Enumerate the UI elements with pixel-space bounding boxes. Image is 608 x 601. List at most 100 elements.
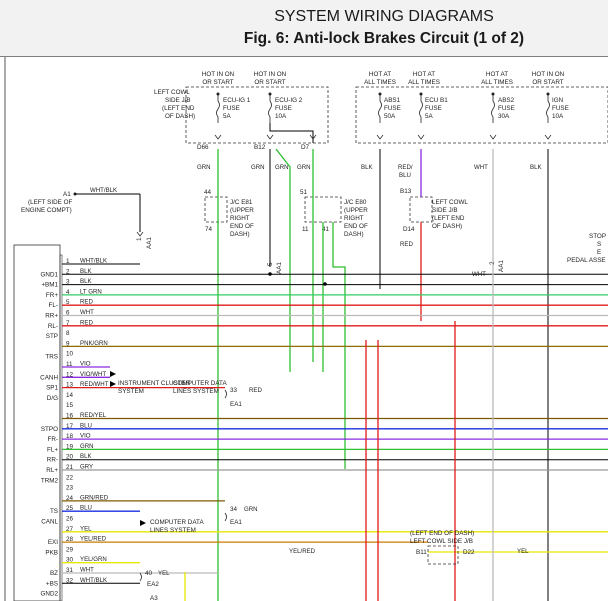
wire-label-grn-3: GRN — [275, 164, 289, 171]
jc-44: 44 — [204, 189, 212, 196]
pin-number: 7 — [66, 320, 70, 327]
svg-text:5A: 5A — [425, 113, 434, 120]
page-title: SYSTEM WIRING DIAGRAMS — [274, 8, 494, 25]
svg-text:ECU B1: ECU B1 — [425, 97, 448, 104]
connector-d7: D7 — [301, 144, 310, 151]
wire-label-wht-blk-top: WHT/BLK — [90, 187, 117, 194]
pin-number: 27 — [66, 526, 74, 533]
pin-wire-label: BLK — [80, 268, 92, 275]
connector-aa1-tick — [136, 231, 144, 237]
cowl-right-2: SIDE J/B — [432, 207, 458, 214]
connector-ticks-top — [214, 134, 552, 140]
pin-wire-label: GRN — [80, 443, 94, 450]
je80-l2: (UPPER — [344, 207, 368, 214]
pin-number: 1 — [66, 258, 70, 265]
svg-text:FUSE: FUSE — [552, 105, 569, 112]
pin-number: 17 — [66, 423, 74, 430]
pin-signal-label: FL+ — [47, 446, 58, 453]
jc-51: 51 — [300, 189, 308, 196]
pin-wire-label: WHT — [80, 567, 94, 574]
pin-signal-label: TRM2 — [41, 477, 59, 484]
fuse-2-heading-a: HOT IN ON — [254, 71, 287, 78]
fuse-6-heading-b: OR START — [532, 79, 563, 86]
pin-wire-label: VIO — [80, 433, 91, 440]
comp-data-2-a: COMPUTER DATA — [150, 519, 204, 526]
pin-wire-label: BLU — [80, 505, 92, 512]
fuse-6-heading-a: HOT IN ON — [532, 71, 565, 78]
je81-l4: END OF — [230, 223, 254, 230]
pin-number: 13 — [66, 382, 74, 389]
pin-wire-label: BLK — [80, 453, 92, 460]
pin-signal-label: BZ — [50, 570, 58, 577]
engine-label-2: ENGINE COMPT) — [21, 207, 72, 214]
pin-signal-label: RR- — [47, 457, 58, 464]
pin-signal-label: FR+ — [46, 292, 58, 299]
pin-number: 14 — [66, 392, 74, 399]
svg-text:30A: 30A — [498, 113, 510, 120]
comp-data-2-b: LINES SYSTEM — [150, 527, 196, 534]
arrow-icon — [140, 520, 146, 526]
pin-signal-label: STPO — [41, 426, 58, 433]
fuse-1-heading-b: OR START — [202, 79, 233, 86]
fuse-1-heading-a: HOT IN ON — [202, 71, 235, 78]
wire-label-blk: BLK — [361, 164, 373, 171]
cowl-jb-label-1: LEFT COWL — [154, 89, 190, 96]
cowl-right-1: LEFT COWL — [432, 199, 468, 206]
wire-label-red: RED — [400, 241, 413, 248]
pin-number: 22 — [66, 474, 74, 481]
fuse-5-heading-b: ALL TIMES — [481, 79, 513, 86]
connector-d22: D22 — [463, 549, 475, 556]
pin-signal-label: FR- — [48, 436, 59, 443]
je80-l5: DASH) — [344, 231, 364, 238]
pin-wire-label: RED — [80, 319, 93, 326]
pin-number: 10 — [66, 351, 74, 358]
pin-signal-label: TRS — [45, 354, 58, 361]
fuse-4-heading-a: HOT AT — [413, 71, 435, 78]
svg-text:FUSE: FUSE — [223, 105, 240, 112]
pin-signal-label: GND1 — [41, 271, 59, 278]
svg-text:FUSE: FUSE — [275, 105, 292, 112]
header: SYSTEM WIRING DIAGRAMS Fig. 6: Anti-lock… — [0, 0, 608, 57]
je80-l3: RIGHT — [344, 215, 364, 222]
pin-number: 4 — [66, 289, 70, 296]
pin-signal-label: CANH — [40, 374, 58, 381]
pin-number: 6 — [66, 310, 70, 317]
svg-text:ECU-IG 1: ECU-IG 1 — [223, 97, 251, 104]
inst-cluster-b: SYSTEM — [118, 388, 144, 395]
connector-aa1: AA1 — [146, 237, 153, 249]
inst-cluster-a: INSTRUMENT CLUSTER — [118, 380, 191, 387]
arrow-icon — [110, 381, 116, 387]
pin-wire-label: WHT/BLK — [80, 258, 107, 265]
wiring-diagram: HOT IN ON OR START HOT IN ON OR START HO… — [4, 57, 608, 601]
pin-wire-label: WHT/BLK — [80, 577, 107, 584]
connector-bracket — [224, 389, 227, 399]
pin-number: 12 — [66, 371, 74, 378]
pin-number: 19 — [66, 443, 74, 450]
fuse-abs2: ABS2 FUSE 30A — [491, 92, 515, 123]
bottom-jb-b: LEFT COWL SIDE J/B — [410, 538, 473, 545]
junction-dot — [268, 272, 272, 276]
svg-text:FUSE: FUSE — [425, 105, 442, 112]
connector-bracket — [224, 512, 227, 522]
pin-wire-label: BLK — [80, 278, 92, 285]
stop-label-1: STOP — [589, 233, 606, 240]
wire-jb-link — [269, 123, 314, 143]
pin-number: 31 — [66, 567, 74, 574]
jc-e81-box — [204, 196, 228, 223]
page-subtitle: Fig. 6: Anti-lock Brakes Circuit (1 of 2… — [243, 30, 525, 47]
pin-wire-label: WHT — [80, 309, 94, 316]
pin-number: 29 — [66, 546, 74, 553]
pin-number: 30 — [66, 557, 74, 564]
ea2-label: EA2 — [147, 581, 159, 588]
wire-label-blk-2: BLK — [530, 164, 542, 171]
jc-41: 41 — [322, 226, 330, 233]
cowl-right-4: OF DASH) — [432, 223, 462, 230]
svg-text:FUSE: FUSE — [384, 105, 401, 112]
wire-label-grn-2: GRN — [251, 164, 265, 171]
pin-wire-label: RED/WHT — [80, 381, 109, 388]
wire-label-wht: WHT — [474, 164, 488, 171]
connector-d66: D66 — [197, 144, 209, 151]
arrow-icon — [110, 371, 116, 377]
fuse-2-heading-b: OR START — [254, 79, 285, 86]
pin-number: 24 — [66, 495, 74, 502]
